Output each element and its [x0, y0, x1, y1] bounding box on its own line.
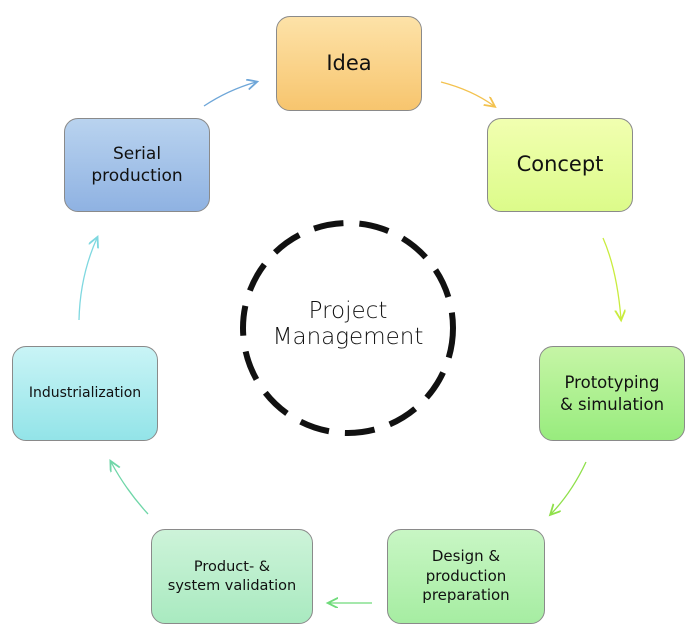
center-label-line1: Project: [308, 298, 388, 324]
stage-concept-label: Concept: [516, 152, 604, 177]
stage-idea: Idea: [276, 16, 422, 111]
stage-design-label: Design & production preparation: [422, 547, 510, 605]
stage-prototyping: Prototyping & simulation: [539, 346, 685, 441]
stage-validation-label: Product- & system validation: [167, 558, 297, 594]
center-label: Project Management: [248, 298, 448, 351]
arrow-industrialization-to-serial: [78, 238, 97, 321]
arrow-prototyping-to-design: [551, 461, 587, 514]
stage-serial-production: Serial production: [64, 118, 210, 212]
arrow-validation-to-industrialization: [111, 462, 149, 515]
stage-validation: Product- & system validation: [151, 529, 313, 624]
stage-design: Design & production preparation: [387, 529, 545, 624]
arrow-idea-to-concept: [440, 81, 494, 106]
stage-industrialization-label: Industrialization: [28, 385, 142, 402]
stage-serial-production-label: Serial production: [91, 143, 183, 186]
stage-concept: Concept: [487, 118, 633, 212]
arrow-serial-to-idea: [203, 82, 256, 107]
stage-industrialization: Industrialization: [12, 346, 158, 441]
stage-idea-label: Idea: [326, 50, 372, 75]
arrow-concept-to-prototyping: [602, 237, 621, 319]
stage-prototyping-label: Prototyping & simulation: [559, 373, 665, 414]
center-label-line2: Management: [272, 324, 424, 351]
center-ring: [240, 220, 456, 436]
